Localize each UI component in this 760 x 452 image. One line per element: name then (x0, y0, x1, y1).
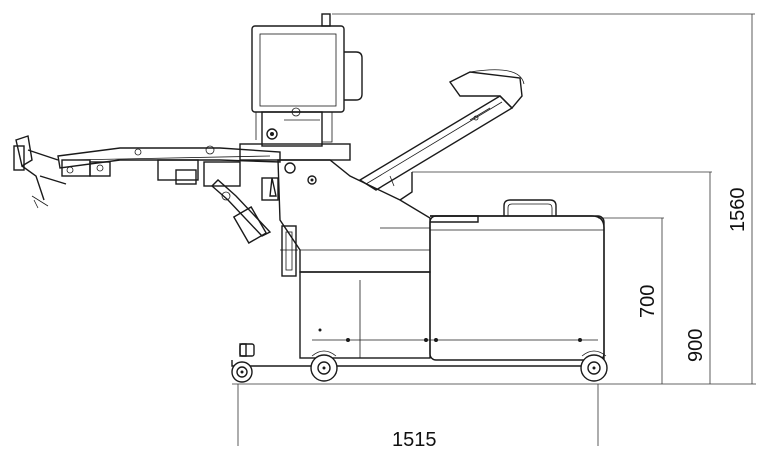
dimension-lines (232, 13, 756, 446)
width-dimension-label: 1515 (392, 429, 437, 451)
total-height-dimension-label: 1560 (727, 188, 749, 233)
robotic-arm (13, 135, 298, 277)
chair-structure (277, 69, 525, 273)
cart-body (231, 199, 605, 367)
monitor (239, 13, 363, 161)
wheels (231, 343, 608, 383)
seat-height-dimension-label: 900 (685, 329, 707, 362)
cart-height-dimension-label: 700 (637, 285, 659, 318)
